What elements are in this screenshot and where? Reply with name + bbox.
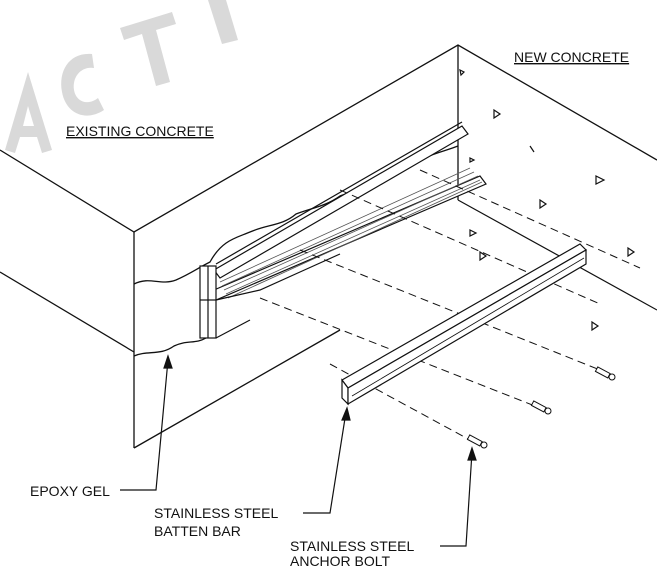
new-concrete-face (457, 68, 657, 332)
anchor-bolt-1 (594, 366, 616, 381)
label-batten-bar-line1: STAINLESS STEEL (154, 505, 278, 521)
arrow-epoxy-gel (163, 354, 173, 369)
anchor-bolts (466, 366, 616, 449)
aggregate-2 (493, 108, 502, 120)
alignment-line-5 (419, 169, 641, 269)
label-epoxy-gel: EPOXY GEL (30, 483, 110, 499)
aggregate-1 (459, 68, 466, 77)
label-existing-concrete: EXISTING CONCRETE (66, 123, 214, 139)
watermark-letter-t (120, 12, 176, 86)
batten-bar-top (341, 243, 587, 389)
leader-batten-bar (303, 411, 347, 514)
label-anchor-bolt-line2: ANCHOR BOLT (290, 553, 391, 568)
alignment-line-2 (299, 249, 601, 371)
new-concrete-edge (457, 199, 657, 311)
existing-concrete-block (0, 44, 657, 449)
block-top-edges (0, 44, 657, 233)
anchor-bolt-3 (466, 434, 488, 449)
block-front-bottom-edge (133, 329, 341, 449)
block-side-lower-edge (0, 271, 135, 353)
label-batten-bar-line2: BATTEN BAR (154, 523, 241, 539)
leaders (120, 354, 477, 547)
label-anchor-bolt-line1: STAINLESS STEEL (290, 538, 414, 554)
arrow-anchor-bolt (467, 446, 477, 461)
watermark-letter-a (5, 72, 52, 153)
broken-edge-bottom (133, 337, 207, 357)
batten-bar-groove (351, 257, 585, 397)
aggregate-7 (479, 250, 488, 262)
alignment-line-1 (339, 189, 601, 305)
aggregate-6 (469, 229, 478, 237)
waterstop-lower-edge (215, 253, 341, 301)
waterstop-top-rail (213, 125, 469, 279)
batten-bar (341, 243, 587, 406)
leader-anchor-bolt (440, 451, 473, 547)
arrow-batten-bar (341, 406, 351, 421)
label-new-concrete: NEW CONCRETE (514, 49, 629, 65)
leader-epoxy-gel (120, 359, 169, 491)
aggregate-4 (595, 175, 606, 185)
waterstop-installed (199, 121, 487, 339)
aggregate-10 (469, 157, 476, 163)
aggregate-8 (627, 246, 636, 258)
aggregate-5 (539, 198, 548, 210)
watermark (5, 0, 238, 153)
watermark-letter-c (61, 53, 104, 116)
waterstop-top-lip (215, 121, 463, 265)
waterstop-base-edge (215, 319, 251, 339)
watermark-letter-i (208, 0, 238, 44)
aggregate-9 (591, 320, 600, 332)
batten-bar-face (347, 248, 587, 406)
aggregate-3 (529, 145, 535, 153)
anchor-bolt-2 (530, 400, 552, 415)
waterstop-ribs (219, 167, 483, 299)
